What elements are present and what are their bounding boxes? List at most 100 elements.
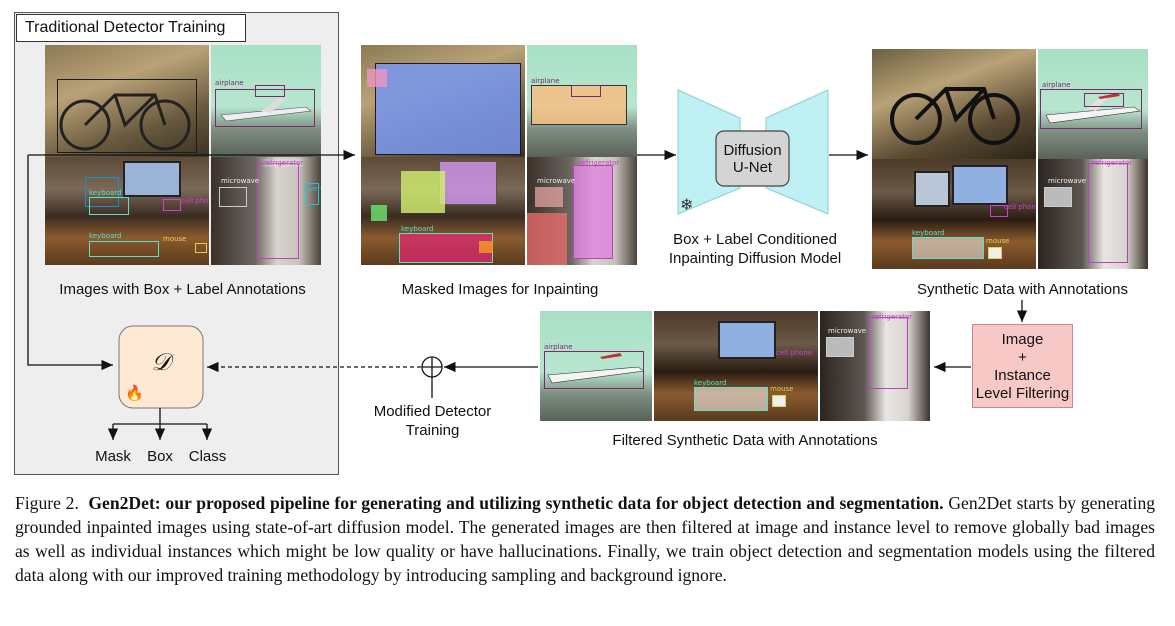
synthetic-desk: keyboard mouse cell phone: [872, 159, 1036, 269]
tag-keyboard-2: keyboard: [89, 189, 122, 197]
bbox-syn-refrigerator: [1088, 163, 1128, 263]
label-model-line1: Box + Label Conditioned: [673, 231, 837, 248]
bbox-keyboard-2: [89, 197, 129, 215]
f-monitor: [718, 321, 776, 359]
filtered-airplane: airplane: [540, 311, 652, 421]
filter-box: [972, 324, 1073, 408]
filtered-kitchen: refrigerator microwave: [820, 311, 930, 421]
tag-airplane: airplane: [215, 79, 244, 87]
mask-airplane-small: [571, 85, 601, 97]
tag-syn-keyboard: keyboard: [912, 229, 945, 237]
bbox-keyboard: [89, 241, 159, 257]
bbox-refrigerator: [257, 163, 299, 259]
tag-masked-keyboard: keyboard: [401, 225, 434, 233]
mask-orange: [479, 241, 493, 253]
label-model-line2: Inpainting Diffusion Model: [668, 250, 842, 267]
bbox-f-refrigerator: [868, 317, 908, 389]
tag-syn-refrigerator: refrigerator: [1092, 159, 1133, 167]
bbox-cell-phone: [163, 199, 181, 211]
mask-airplane: [531, 85, 627, 125]
bbox-syn-phone: [990, 205, 1008, 217]
photo-desk: keyboard keyboard mouse cell phone: [45, 157, 209, 265]
tag-syn-microwave: microwave: [1048, 177, 1087, 185]
mask-microwave: [535, 187, 563, 207]
detector-symbol: 𝒟: [151, 348, 171, 376]
mask-green: [371, 205, 387, 221]
tag-masked-refrigerator: refrigerator: [579, 159, 620, 167]
bbox-microwave: [219, 187, 247, 207]
masked-desk: keyboard: [361, 157, 525, 265]
tag-f-airplane: airplane: [544, 343, 573, 351]
syn-monitor-2: [914, 171, 950, 207]
photo-bicycle: [45, 45, 209, 157]
tag-mouse: mouse: [163, 235, 187, 243]
monitor-shape: [123, 161, 181, 197]
detector-box: [118, 325, 204, 409]
tag-keyboard: keyboard: [89, 232, 122, 240]
output-mask: Mask: [95, 448, 131, 465]
mask-tv: [401, 171, 445, 213]
masked-kitchen: refrigerator microwave: [527, 157, 637, 265]
bbox-syn-airplane-2: [1084, 93, 1124, 107]
bbox-airplane: [215, 89, 315, 127]
fire-icon: 🔥: [125, 385, 144, 402]
output-class: Class: [188, 448, 227, 465]
caption-figure: Figure 2.: [15, 493, 79, 513]
filter-line3: Instance: [994, 367, 1051, 384]
tag-f-mouse: mouse: [770, 385, 794, 393]
figure-caption: Figure 2. Gen2Det: our proposed pipeline…: [15, 491, 1155, 587]
synthetic-kitchen: refrigerator microwave: [1038, 159, 1148, 269]
diagram-connectors: [27, 89, 1028, 440]
unet-line1: Diffusion: [723, 142, 782, 159]
tag-syn-mouse: mouse: [986, 237, 1010, 245]
filter-line2: +: [1018, 349, 1027, 366]
bbox-tv: [85, 177, 119, 207]
image-grid-filtered: airplane keyboard mouse cell phone refri…: [540, 311, 930, 421]
tag-syn-phone: cell phone: [1004, 203, 1036, 211]
synthetic-airplane: airplane: [1038, 49, 1148, 159]
caption-title: Gen2Det: our proposed pipeline for gener…: [88, 493, 944, 513]
filter-line4: Level Filtering: [975, 385, 1070, 402]
tag-masked-microwave: microwave: [537, 177, 576, 185]
label-annotated-images: Images with Box + Label Annotations: [59, 281, 306, 298]
bbox-syn-keyboard: [912, 237, 984, 259]
bbox-f-mouse: [772, 395, 786, 407]
mask-oven: [527, 213, 567, 265]
label-filtered: Filtered Synthetic Data with Annotations: [612, 432, 878, 449]
masked-airplane: airplane: [527, 45, 637, 157]
bbox-oven: [305, 183, 319, 205]
tag-f-phone: cell phone: [776, 349, 813, 357]
label-modified-training-2: Training: [405, 422, 460, 439]
filtered-desk: keyboard mouse cell phone: [654, 311, 818, 421]
tag-f-keyboard: keyboard: [694, 379, 727, 387]
image-grid-annotated: airplane keyboard keyboard mouse cell ph…: [45, 45, 321, 265]
masked-bicycle: [361, 45, 525, 157]
mask-refrigerator: [573, 165, 613, 259]
tag-f-refrigerator: refrigerator: [872, 313, 913, 321]
tag-microwave: microwave: [221, 177, 260, 185]
photo-airplane: airplane: [211, 45, 321, 157]
unet-block: [715, 130, 790, 187]
bbox-syn-microwave: [1044, 187, 1072, 207]
synthetic-bicycle: [872, 49, 1036, 159]
caption-body: Gen2Det starts by generating grounded in…: [15, 493, 1156, 585]
label-modified-training-1: Modified Detector: [373, 403, 492, 420]
label-masked-images: Masked Images for Inpainting: [401, 281, 599, 298]
tag-masked-airplane: airplane: [531, 77, 560, 85]
tag-oven: oven: [305, 185, 321, 193]
snowflake-icon: ❄: [680, 197, 694, 214]
tag-syn-airplane: airplane: [1042, 81, 1071, 89]
mask-bicycle: [375, 63, 521, 155]
mask-small-pink: [367, 69, 387, 87]
bbox-f-microwave: [826, 337, 854, 357]
tag-f-microwave: microwave: [828, 327, 867, 335]
tag-refrigerator: refrigerator: [263, 159, 304, 167]
bbox-airplane-small: [255, 85, 285, 97]
bbox-syn-mouse: [988, 247, 1002, 259]
bbox-mouse: [195, 243, 207, 253]
tag-cell-phone: cell phone: [181, 197, 209, 205]
mask-keyboard: [399, 233, 493, 263]
photo-kitchen: refrigerator microwave oven: [211, 157, 321, 265]
image-grid-masked: airplane keyboard refrigerator microwave: [361, 45, 637, 265]
label-synthetic: Synthetic Data with Annotations: [917, 281, 1128, 298]
